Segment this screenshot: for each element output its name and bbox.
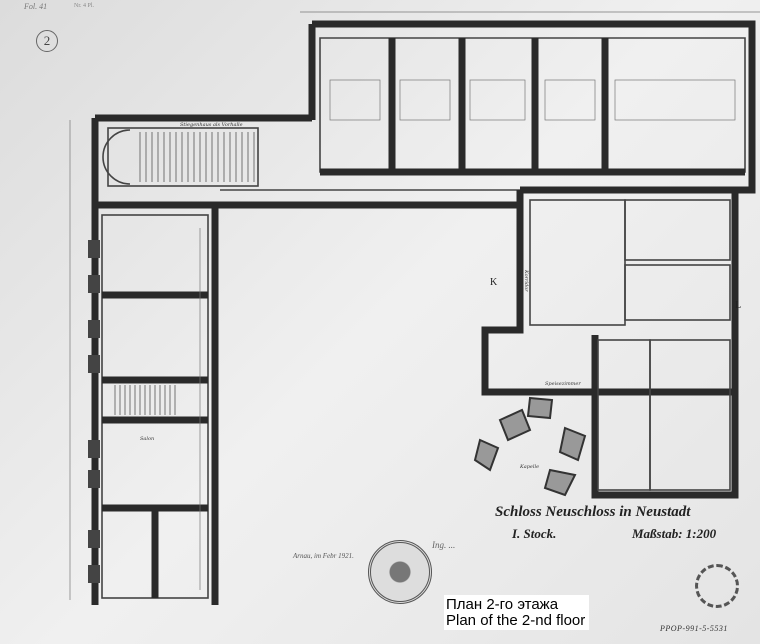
salon-label: Salon [140, 436, 154, 442]
place-date: Arnau, im Febr 1921. [293, 552, 354, 560]
window [88, 565, 100, 583]
chapel-label: Kapelle [519, 464, 539, 470]
main-staircase [102, 127, 259, 187]
window [88, 440, 100, 458]
window [88, 470, 100, 488]
signature: Ing. ... [432, 540, 456, 550]
window [88, 240, 100, 258]
stamp [695, 564, 739, 608]
archive-code: PPOP-991-5-5531 [660, 624, 728, 633]
east-wing-rooms [481, 190, 739, 499]
sheet-number: 2 [36, 30, 58, 52]
corner-note-2: Nr. 4 Pl. [74, 3, 95, 9]
caption: План 2-го этажа Plan of the 2-nd floor [444, 595, 590, 630]
window [88, 355, 100, 373]
caption-russian: План 2-го этажа [446, 596, 559, 613]
caption-english: Plan of the 2-nd floor [446, 612, 586, 629]
window [88, 320, 100, 338]
scale-label: Maßstab: 1:200 [632, 526, 717, 541]
west-wing-rooms [101, 214, 209, 599]
corner-note: Fol. 41 [24, 2, 48, 11]
archive-seal [368, 540, 432, 604]
north-corridor-walls [91, 114, 520, 605]
section-mark-l: L [735, 300, 742, 311]
staircase-label: Stiegenhaus als Vorhalle [180, 122, 243, 128]
dining-label: Speisezimmer [545, 381, 581, 387]
dimension-lines [69, 11, 760, 600]
corridor-label: Korridor [523, 269, 529, 292]
west-windows [88, 240, 100, 583]
north-wing-walls [308, 20, 756, 194]
floor-label: I. Stock. [512, 526, 557, 541]
section-mark-k: K [490, 277, 498, 288]
drawing-title: Schloss Neuschloss in Neustadt [495, 504, 691, 520]
north-wing-rooms [319, 37, 746, 176]
window [88, 530, 100, 548]
chapel [473, 396, 587, 497]
window [88, 275, 100, 293]
